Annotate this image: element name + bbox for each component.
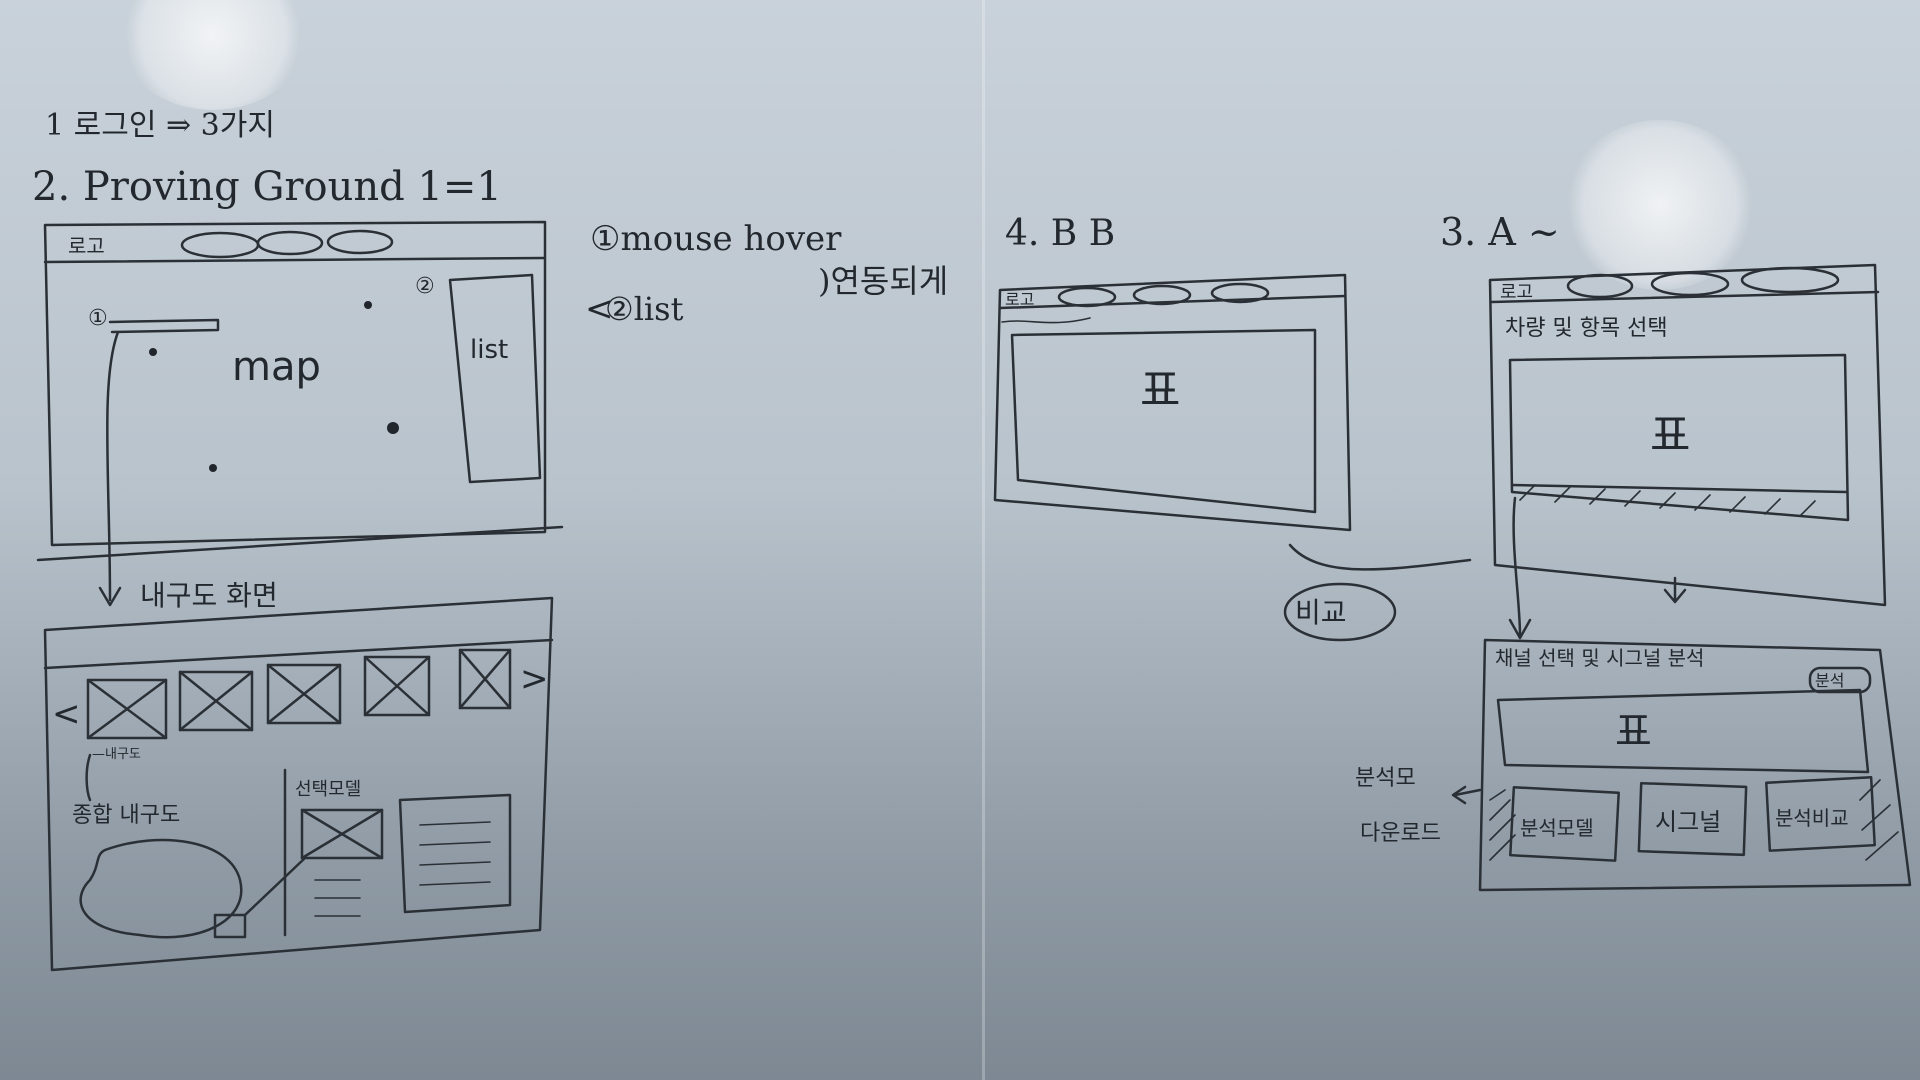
sketch2-title: 내구도 화면 (140, 579, 278, 612)
sketch2-left-label: 종합 내구도 (72, 803, 180, 828)
sketch3-side-note-2: 다운로드 (1360, 821, 1441, 846)
sketch-durability-detail: 내구도 화면 < > —내구도 종합 내구도 선택모델 (43, 579, 554, 972)
sketch3-detail-table: 표 (1615, 709, 1652, 755)
sketch4-table-label: 표 (1140, 365, 1180, 416)
sketch3-button-3: 분석비교 (1775, 806, 1849, 830)
sketch-proving-ground: 로고 list ② map ① (36, 220, 564, 607)
sketch2-arrow-left: < (52, 694, 81, 734)
note-proving-ground-line: 2. Proving Ground 1=1 (32, 164, 502, 210)
sketch3-select-label: 차량 및 항목 선택 (1505, 316, 1668, 341)
sketch1-marker-1: ① (88, 306, 108, 331)
sketch3-button-2: 시그널 (1655, 808, 1721, 836)
sketch1-map-label: map (232, 344, 321, 390)
note-list-bracket: < (585, 289, 614, 329)
sketch3-button-1: 분석모델 (1520, 816, 1594, 840)
sketch3-table-label: 표 (1650, 410, 1690, 461)
sketch1-marker-2: ② (415, 274, 435, 299)
note-linked: )연동되게 (818, 262, 948, 300)
whiteboard-seam (982, 0, 985, 1080)
light-glare-right (1565, 120, 1755, 290)
sketch-b-screen: 4. B B 로고 표 비교 (993, 213, 1472, 642)
sketch4-logo-label: 로고 (1005, 290, 1034, 309)
sketch2-arrow-right: > (520, 659, 549, 699)
sketch3-logo-label: 로고 (1500, 282, 1533, 303)
note-login-line: 1 로그인 ⇒ 3가지 (45, 108, 275, 143)
sketch3-side-note-1: 분석모 (1355, 766, 1416, 791)
note-section-3: 3. A ~ (1440, 210, 1560, 254)
note-section-4: 4. B B (1005, 213, 1115, 254)
interaction-note: ①mouse hover < ②list )연동되게 (585, 219, 948, 329)
note-mouse-hover: ①mouse hover (590, 219, 842, 259)
sketch2-small-label: —내구도 (92, 747, 141, 762)
sketch1-list-label: list (470, 335, 508, 365)
sketch-a-screen: 3. A ~ 로고 차량 및 항목 선택 표 채널 선택 및 시그널 분석 분석… (1355, 210, 1912, 892)
sketch3-detail-button: 분석 (1815, 671, 1844, 690)
sketch4-compare-label: 비교 (1295, 596, 1347, 629)
sketch1-logo-label: 로고 (68, 234, 105, 258)
note-list: ②list (605, 290, 684, 328)
sketch3-detail-title: 채널 선택 및 시그널 분석 (1495, 646, 1704, 670)
sketch2-right-label: 선택모델 (295, 779, 361, 800)
